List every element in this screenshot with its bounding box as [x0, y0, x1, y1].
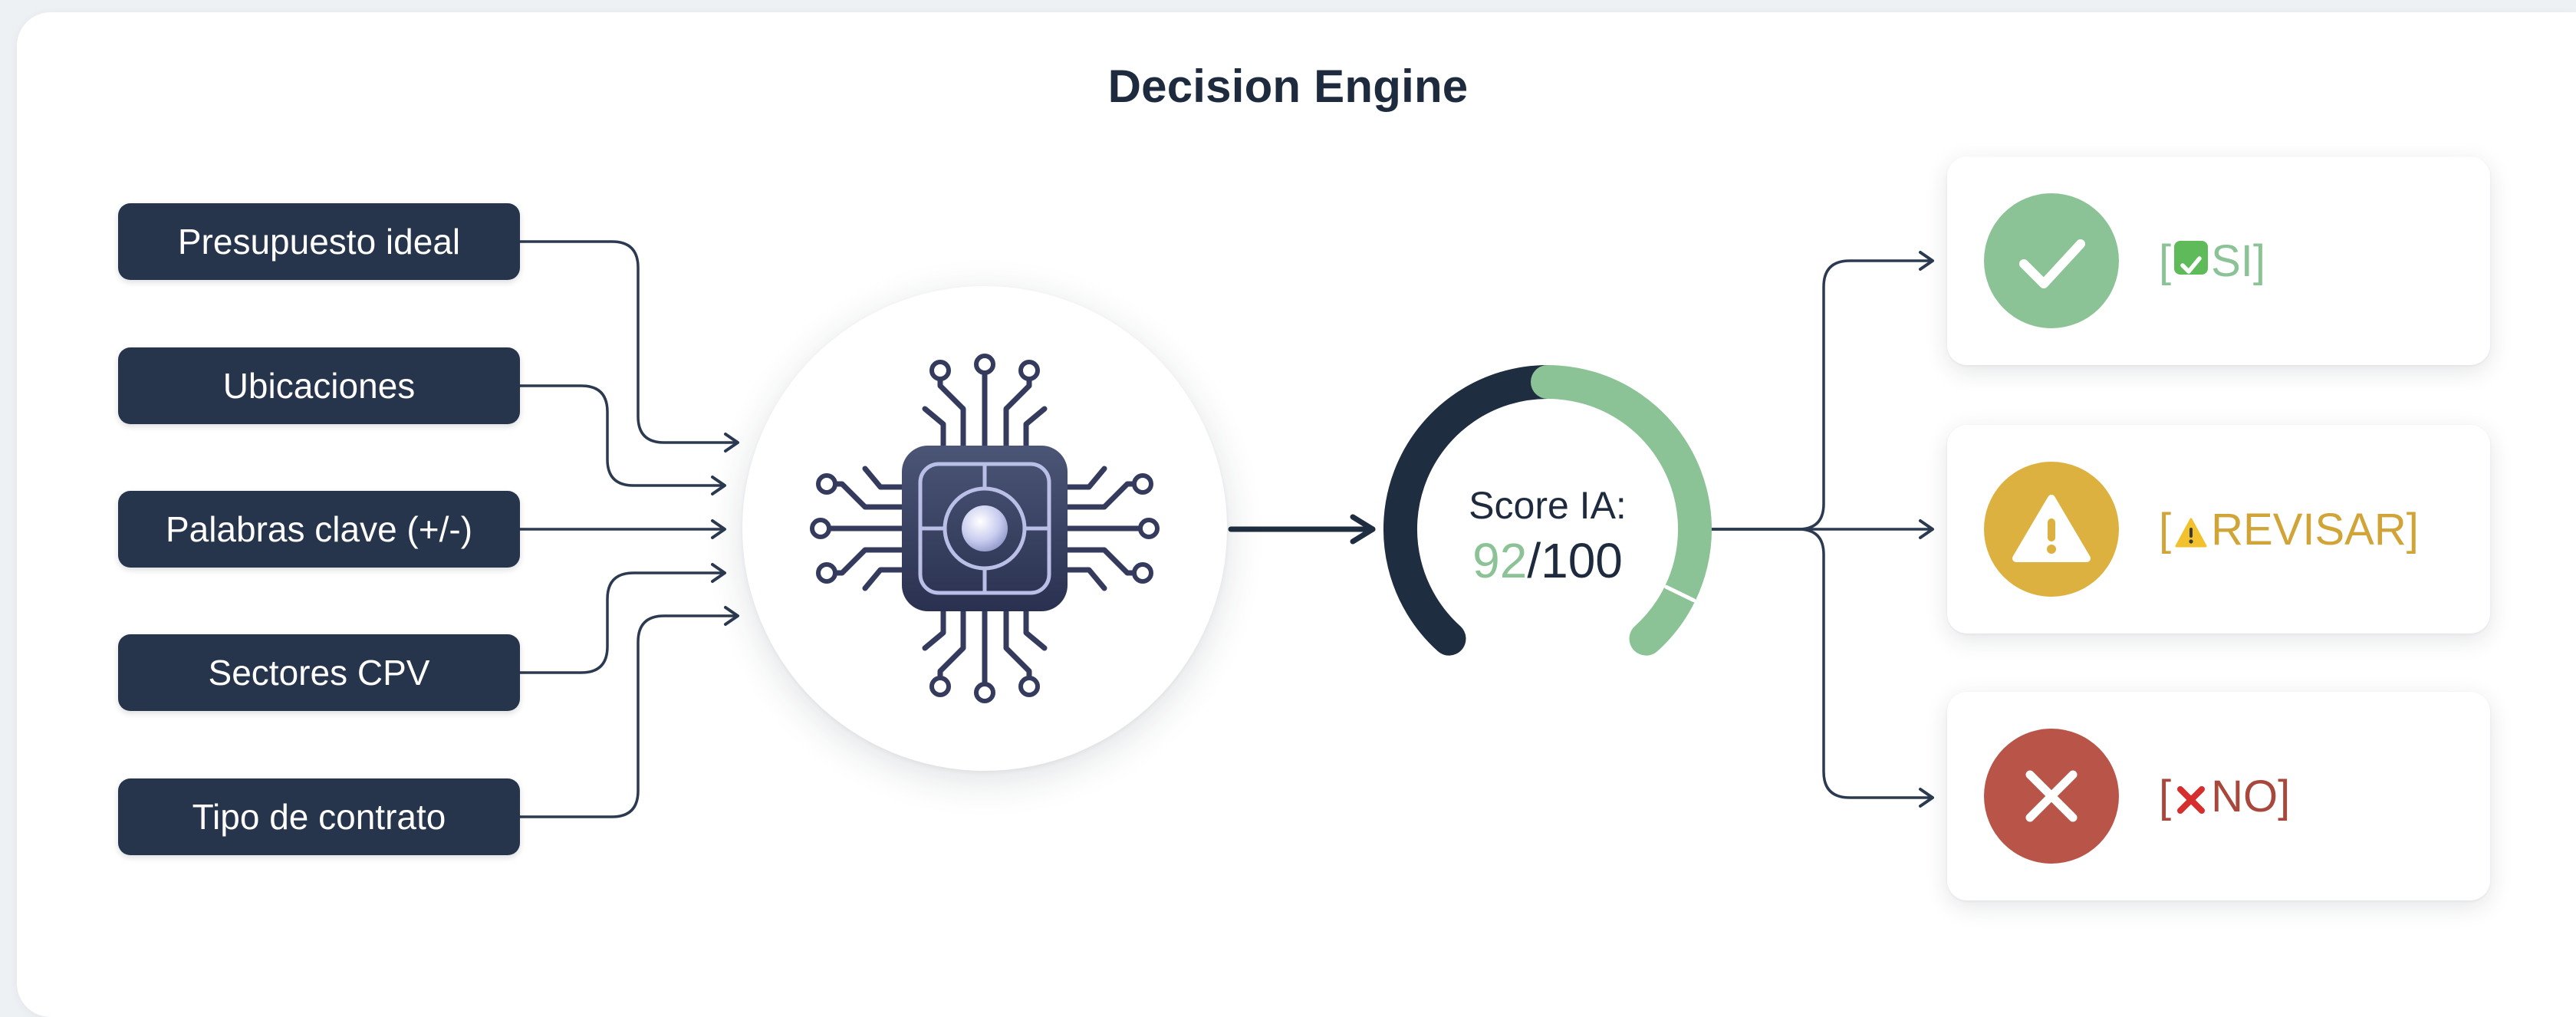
- ai-chip-icon: [810, 354, 1160, 703]
- label-bracket: [: [2159, 771, 2172, 821]
- input-label: Ubicaciones: [222, 366, 416, 406]
- connector-score-to-si: [1705, 251, 1934, 531]
- gauge-track-dark: [1383, 365, 1564, 656]
- connector-ubicaciones: [518, 384, 726, 495]
- connector-sectores: [518, 563, 726, 674]
- outcome-icon-circle: [1984, 193, 2119, 328]
- close-icon: [2025, 770, 2078, 822]
- input-label: Sectores CPV: [208, 653, 430, 693]
- check-emoji-icon: [2174, 241, 2209, 275]
- outcome-text: REVISAR]: [2211, 504, 2419, 555]
- outcome-label-no: [ NO]: [2159, 692, 2290, 900]
- input-sectores-cpv: Sectores CPV: [118, 634, 520, 711]
- outcome-text: NO]: [2211, 771, 2291, 821]
- outcome-card-no: [ NO]: [1947, 692, 2490, 900]
- outcome-icon-circle: [1984, 462, 2119, 597]
- input-label: Palabras clave (+/-): [165, 509, 473, 549]
- input-palabras-clave: Palabras clave (+/-): [118, 491, 520, 568]
- input-ubicaciones: Ubicaciones: [118, 347, 520, 424]
- input-tipo-contrato: Tipo de contrato: [118, 778, 520, 855]
- outcome-text: SI]: [2211, 235, 2266, 286]
- outcome-label-si: [ SI]: [2159, 156, 2265, 365]
- label-bracket: [: [2159, 504, 2172, 555]
- input-label: Presupuesto ideal: [177, 222, 461, 262]
- label-bracket: [: [2159, 235, 2172, 286]
- diagram-title: Decision Engine: [1107, 61, 1469, 112]
- outcome-label-revisar: [ REVISAR]: [2159, 425, 2419, 634]
- checkmark-icon: [2019, 239, 2085, 288]
- score-number: 92: [1472, 533, 1528, 588]
- outcome-icon-circle: [1984, 729, 2119, 864]
- decision-engine-node: [742, 286, 1227, 771]
- outcome-card-revisar: [ REVISAR]: [1947, 425, 2490, 634]
- score-value: 92/100: [1387, 532, 1709, 589]
- score-max: /100: [1527, 533, 1623, 588]
- connector-presupuesto: [518, 240, 739, 453]
- gauge-progress-green: [1531, 365, 1712, 656]
- score-label: Score IA:: [1469, 484, 1627, 527]
- input-label: Tipo de contrato: [192, 797, 446, 837]
- warning-emoji-icon: [2174, 509, 2208, 548]
- connector-tipo: [518, 606, 739, 818]
- warning-icon: [2012, 495, 2091, 562]
- input-presupuesto-ideal: Presupuesto ideal: [118, 203, 520, 280]
- gauge-score-marker: [1664, 584, 1696, 603]
- cross-emoji-icon: [2174, 776, 2208, 814]
- outcome-card-si: [ SI]: [1947, 156, 2490, 365]
- connector-score-to-no: [1705, 528, 1934, 808]
